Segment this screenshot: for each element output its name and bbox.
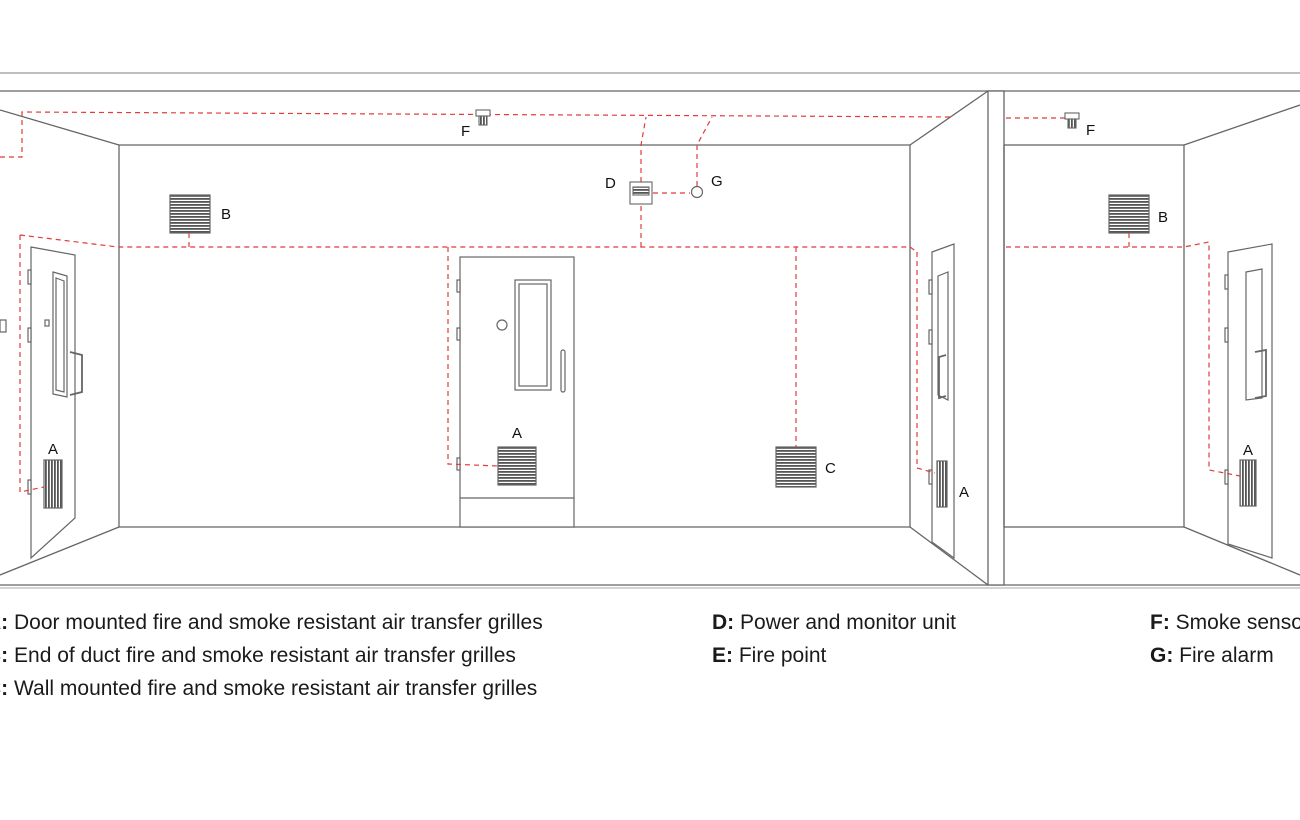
- ventilation-diagram: A A A A B B C D F F G: [0, 72, 1300, 589]
- duct-grille-icon: [169, 194, 211, 234]
- label-f: F: [1086, 122, 1095, 139]
- far-right-door: [1224, 243, 1273, 559]
- legend-item-d: D: Power and monitor unit: [712, 611, 956, 634]
- legend-item-a: A: Door mounted fire and smoke resistant…: [0, 611, 543, 634]
- wall-grille-icon: [775, 446, 817, 488]
- label-c: C: [825, 460, 836, 477]
- legend-item-b: B: End of duct fire and smoke resistant …: [0, 644, 516, 667]
- label-a: A: [1243, 442, 1253, 459]
- smoke-sensor-icon: [475, 109, 491, 126]
- label-a: A: [959, 484, 969, 501]
- legend-column-1: A: Door mounted fire and smoke resistant…: [0, 608, 543, 707]
- smoke-sensor-icon: [1064, 112, 1080, 129]
- legend-item-f: F: Smoke sensor: [1150, 611, 1300, 634]
- legend-item-c: C: Wall mounted fire and smoke resistant…: [0, 677, 538, 700]
- legend-column-2: D: Power and monitor unit E: Fire point: [712, 608, 956, 674]
- label-a: A: [48, 441, 58, 458]
- label-b: B: [221, 206, 231, 223]
- duct-grille-icon: [1108, 194, 1150, 234]
- legend-item-g: G: Fire alarm: [1150, 644, 1274, 667]
- label-f: F: [461, 123, 470, 140]
- building-outline: [0, 72, 1300, 589]
- legend-column-3: F: Smoke sensor G: Fire alarm: [1150, 608, 1300, 674]
- label-d: D: [605, 175, 616, 192]
- front-door: [456, 256, 575, 528]
- right-side-door: [928, 243, 955, 560]
- label-b: B: [1158, 209, 1168, 226]
- legend-item-e: E: Fire point: [712, 644, 827, 667]
- label-g: G: [711, 173, 723, 190]
- power-monitor-unit-icon: [629, 181, 653, 205]
- right-room: [1003, 104, 1300, 576]
- left-side-door: [0, 246, 83, 560]
- legend: A: Door mounted fire and smoke resistant…: [0, 608, 1300, 718]
- label-a: A: [512, 425, 522, 442]
- fire-alarm-icon: [690, 185, 704, 199]
